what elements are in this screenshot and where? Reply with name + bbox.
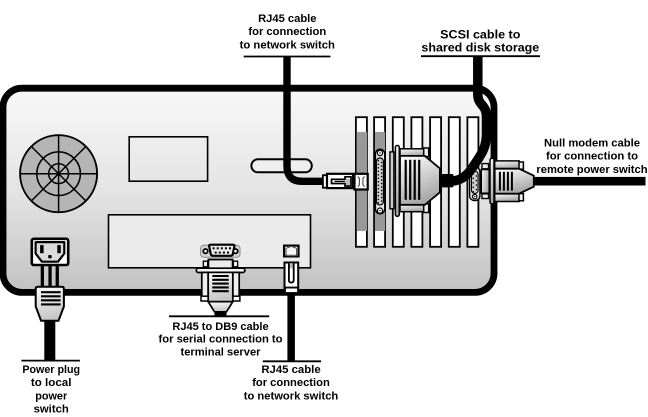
- svg-text:remote power switch: remote power switch: [536, 164, 647, 176]
- svg-text:for connection to: for connection to: [546, 151, 638, 163]
- svg-text:Null modem cable: Null modem cable: [544, 137, 640, 149]
- svg-text:for connection: for connection: [252, 377, 330, 389]
- svg-text:RJ45 cable: RJ45 cable: [258, 13, 316, 25]
- svg-text:Power plug: Power plug: [22, 364, 80, 376]
- svg-text:terminal server: terminal server: [181, 346, 262, 358]
- svg-text:for connection: for connection: [248, 26, 326, 38]
- svg-text:RJ45 to DB9 cable: RJ45 to DB9 cable: [172, 321, 268, 333]
- svg-text:RJ45 cable: RJ45 cable: [261, 364, 320, 376]
- svg-text:shared disk storage: shared disk storage: [421, 42, 539, 55]
- svg-text:power: power: [35, 390, 68, 402]
- svg-text:switch: switch: [34, 404, 69, 416]
- svg-text:for serial connection to: for serial connection to: [159, 334, 283, 346]
- svg-text:SCSI cable to: SCSI cable to: [440, 29, 520, 42]
- svg-text:to network switch: to network switch: [244, 390, 339, 402]
- svg-text:to local: to local: [31, 377, 72, 389]
- svg-text:to network switch: to network switch: [240, 39, 335, 51]
